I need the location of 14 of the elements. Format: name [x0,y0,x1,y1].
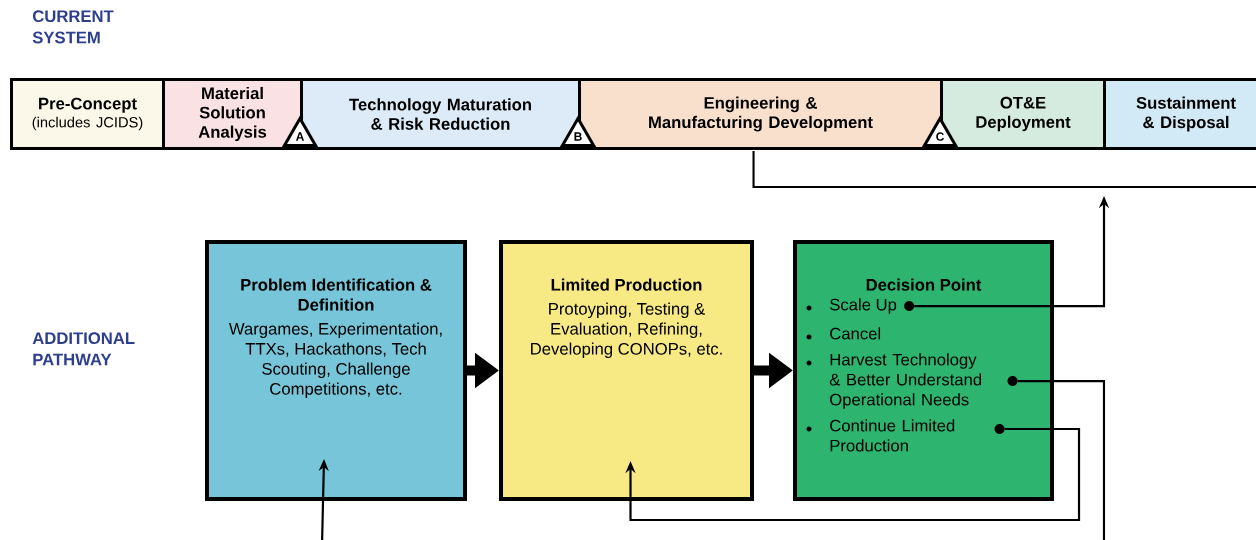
process-box: Limited Production Protoyping, Testing & Evaluation, Refining, Developing CONOPs, etc. [499,240,754,501]
node-label: Harvest Technology & Better Understand Operational Needs [829,353,982,409]
process-box: Problem Identification & Definition Wargames, Experimentation, TTXs, Hackathons, Tech Scouting, Challenge Competitions, etc. [205,240,467,501]
bullet-item: Harvest Technology & Better Understand Operational Needs [829,353,1018,409]
phase-box: Pre-Concept (includes JCIDS) [10,78,165,150]
section-label: CURRENT SYSTEM [32,10,114,44]
bullet-item: Cancel [830,327,881,340]
phase-box: Sustainment & Disposal [1103,78,1256,150]
node-label: Scale Up [830,298,897,314]
connector-arrow [625,427,1081,522]
node-label: Continue Limited Production [830,419,955,452]
bullet-item: Scale Up [830,298,915,314]
bullet-item: Continue Limited Production [830,419,1005,452]
section-label: ADDITIONAL PATHWAY [32,332,135,366]
